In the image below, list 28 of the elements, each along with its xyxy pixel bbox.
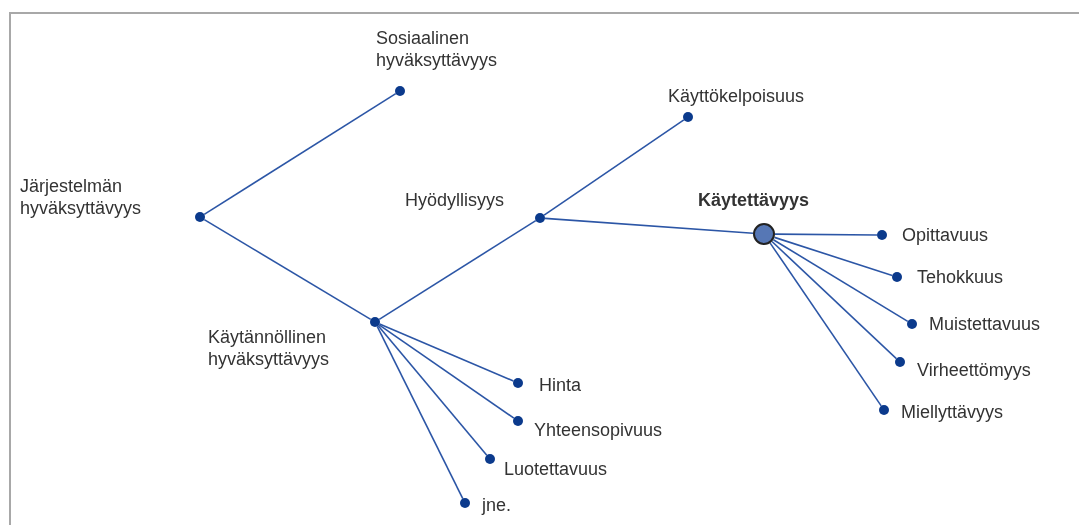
concept-label: jne. [482, 494, 513, 516]
concept-label: Luotettavuus [504, 458, 609, 480]
concept-label: Käytännöllinen hyväksyttävyys [208, 326, 331, 370]
connector-line [378, 323, 515, 382]
concept-label: Käyttökelpoisuus [668, 85, 806, 107]
central-concept-label: Käytettävyys [698, 189, 811, 211]
connector-line [771, 240, 898, 360]
connector-line [544, 217, 754, 234]
connector-line [543, 119, 685, 216]
concept-label: Sosiaalinen hyväksyttävyys [376, 27, 499, 71]
connector-line [203, 218, 372, 321]
connector-line [769, 242, 882, 407]
concept-label: Opittavuus [902, 224, 990, 246]
connector-line [772, 238, 909, 323]
concept-label: Virheettömyys [917, 359, 1032, 381]
concept-label: Tehokkuus [917, 266, 1005, 288]
connector-line [377, 325, 488, 456]
concept-label: Järjestelmän hyväksyttävyys [20, 175, 143, 219]
connector-line [774, 233, 878, 236]
concept-label: Yhteensopivuus [534, 419, 664, 441]
concept-label: Hyödyllisyys [405, 189, 506, 211]
concept-label: Miellyttävyys [901, 401, 1004, 423]
connector-line [378, 219, 537, 321]
concept-label: Hinta [539, 374, 583, 396]
connector-line [203, 92, 397, 216]
connector-line [378, 324, 515, 419]
concept-label: Muistettavuus [929, 313, 1042, 335]
connector-line [773, 236, 894, 277]
